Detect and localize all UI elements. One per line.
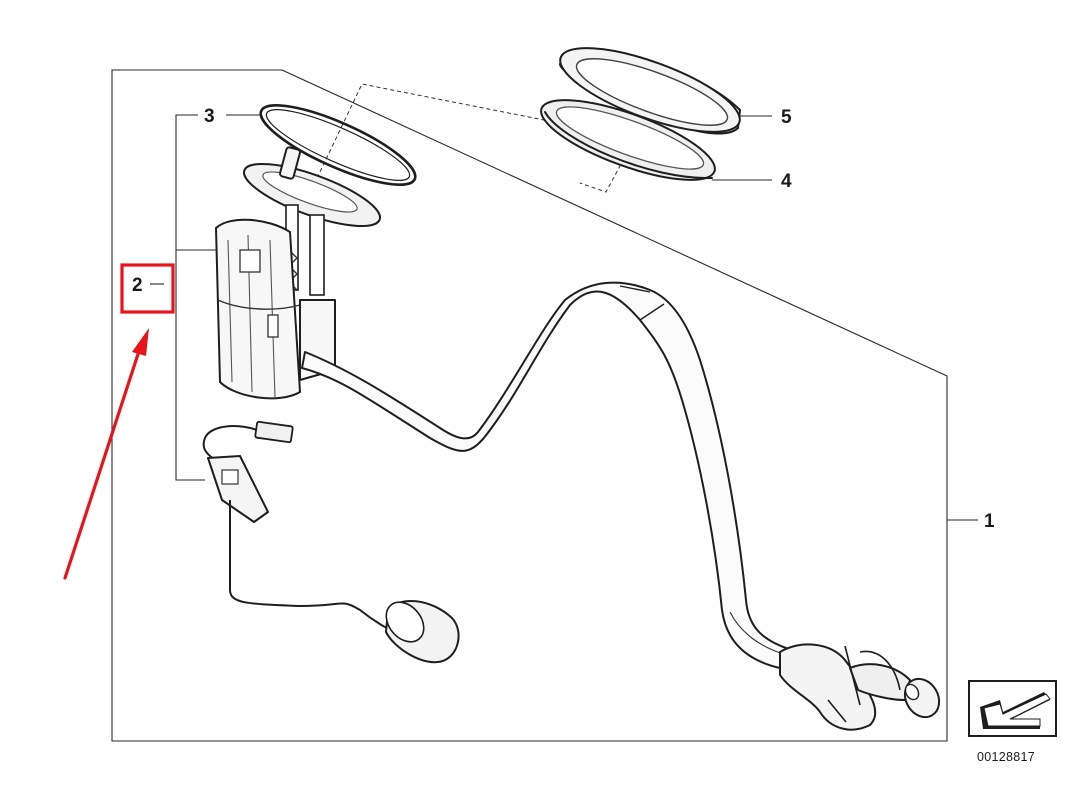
seal-ring (540, 99, 716, 181)
highlight-arrow (63, 328, 149, 580)
assembly-outline (111, 69, 948, 742)
pump-module (215, 146, 382, 400)
callout-4: 4 (781, 171, 792, 192)
fuel-line-assembly (301, 281, 941, 731)
reference-number: 00128817 (977, 750, 1035, 764)
callout-1: 1 (984, 511, 995, 532)
callout-3: 3 (204, 106, 215, 127)
level-sender (202, 420, 460, 664)
gasket-ring (259, 104, 417, 186)
highlight-box (120, 263, 175, 314)
direction-icon (968, 680, 1057, 737)
callout-5: 5 (781, 107, 792, 128)
callout-2: 2 (132, 275, 143, 296)
bracket-line (175, 114, 205, 481)
locking-ring (559, 47, 741, 135)
